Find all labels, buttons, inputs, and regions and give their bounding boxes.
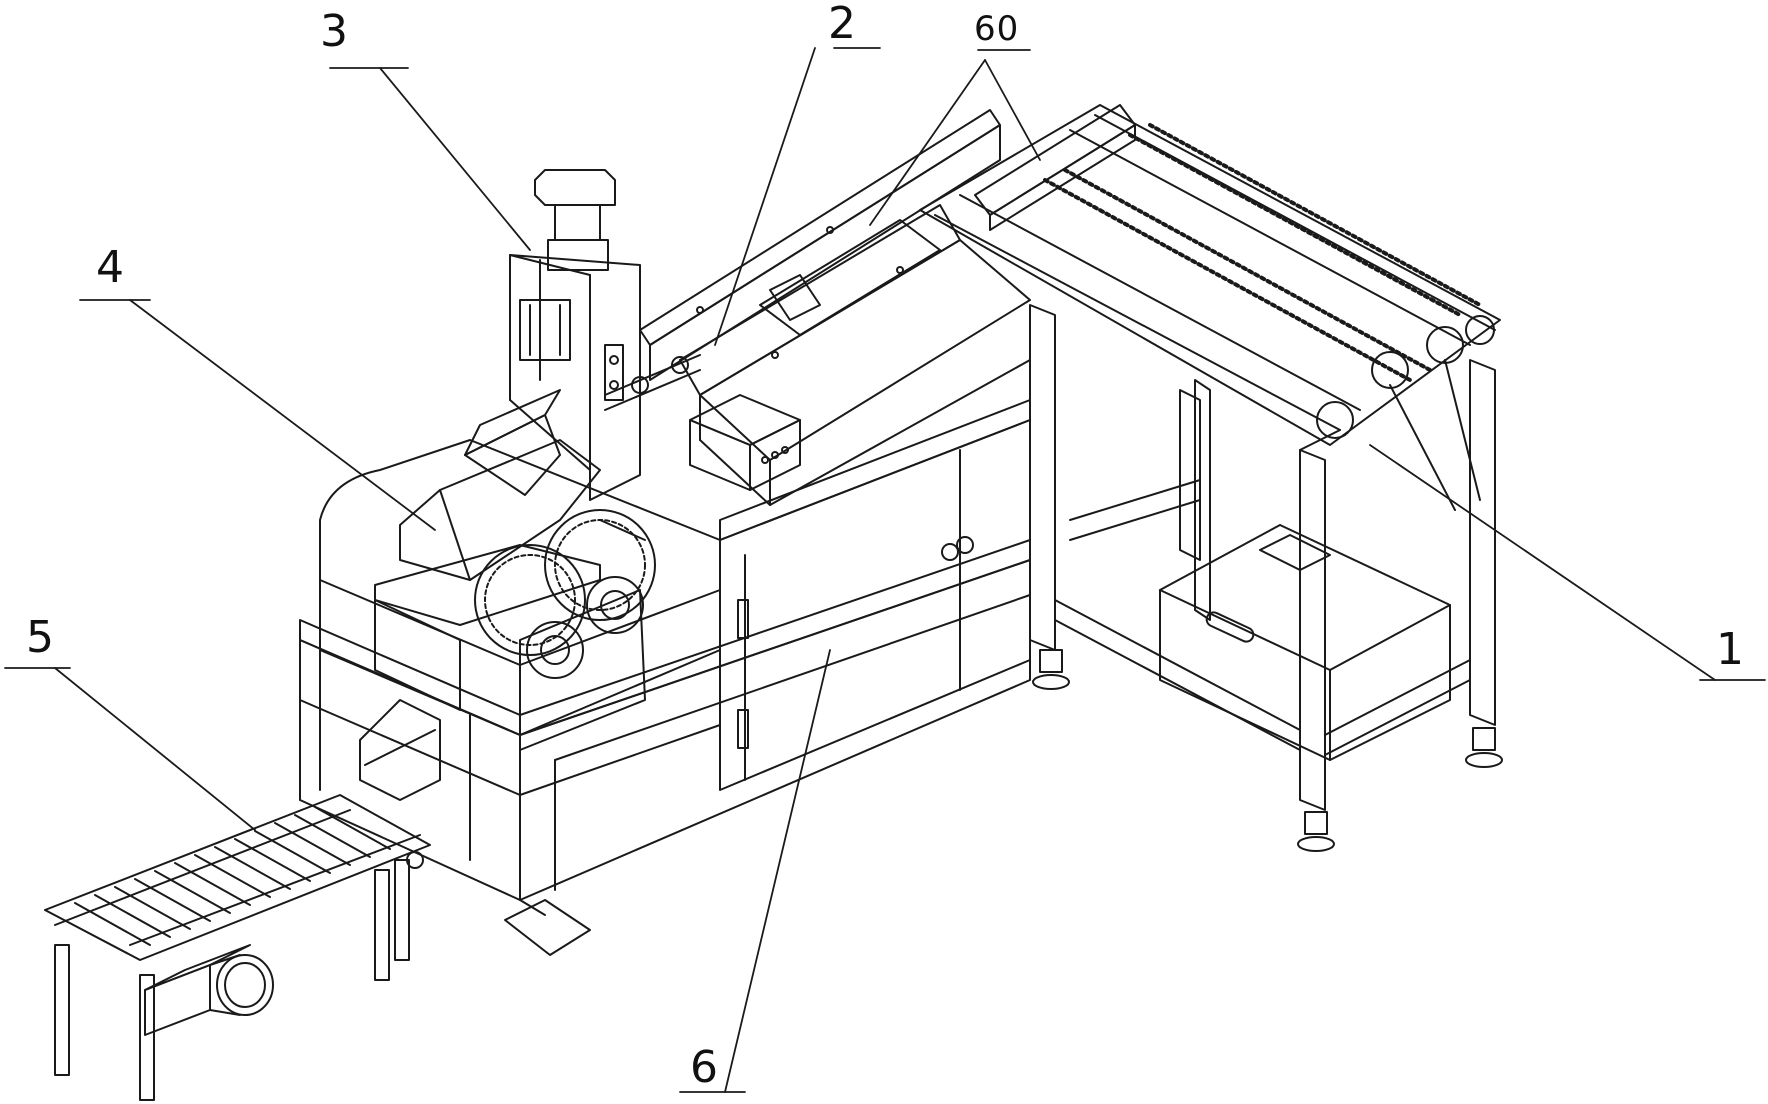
reference-label-4: 4 [96, 246, 125, 290]
leader-lines [5, 48, 1765, 1092]
roller-mill [320, 390, 720, 750]
reference-label-5: 5 [26, 616, 55, 660]
feed-table [605, 110, 1030, 505]
output-conveyor [45, 795, 430, 1100]
reference-label-2: 2 [828, 2, 857, 46]
reference-label-1: 1 [1716, 628, 1745, 672]
chain-conveyor [920, 105, 1502, 851]
reference-label-3: 3 [320, 10, 349, 54]
reference-label-60: 60 [974, 12, 1019, 46]
reference-label-6: 6 [690, 1046, 719, 1090]
